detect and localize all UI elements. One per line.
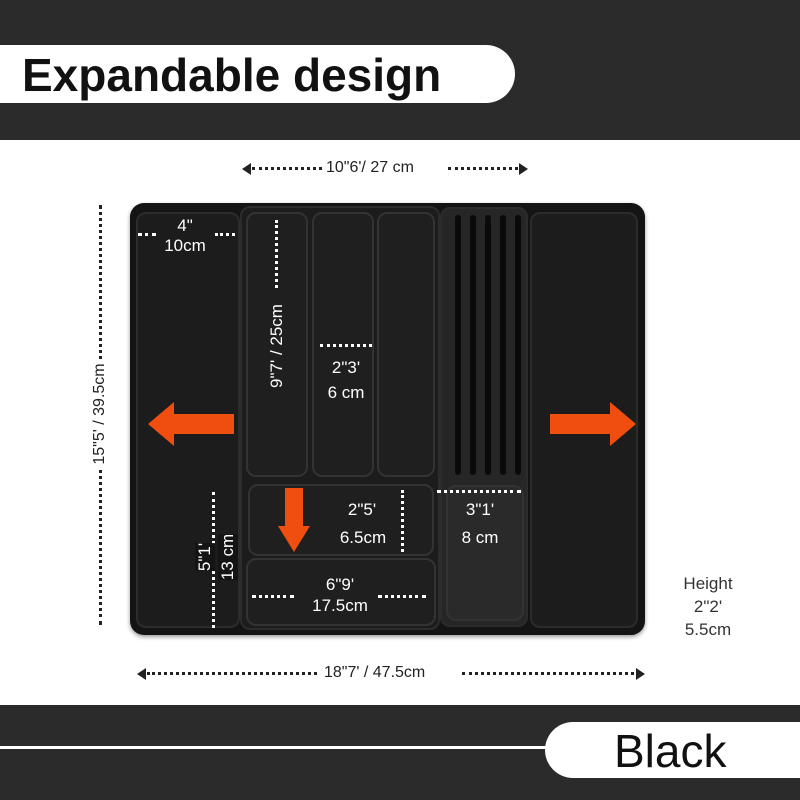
arrow-right-icon [550, 402, 636, 446]
dimension-line [275, 220, 278, 288]
dimension-line [437, 490, 521, 493]
height-cm: 5.5cm [684, 620, 732, 639]
side-tray-width-cm: 10cm [164, 236, 206, 255]
side-tray-width-in: 4" [177, 216, 193, 235]
slot-width-cm: 6 cm [327, 383, 365, 402]
dimension-line [252, 167, 322, 170]
bottom-tray-width-in: 6"9' [325, 575, 355, 594]
knife-block-width-cm: 8 cm [461, 528, 499, 547]
arrow-left-icon [137, 668, 146, 680]
height-in: 2"2' [693, 597, 723, 616]
dimension-line [147, 672, 317, 675]
knife-slot [470, 215, 476, 475]
dimension-line [448, 167, 518, 170]
dimension-line [378, 595, 426, 598]
bottom-tray [246, 558, 436, 626]
knife-slot [515, 215, 521, 475]
divider [0, 746, 560, 749]
title-pill [0, 45, 515, 103]
page-title: Expandable design [22, 49, 442, 101]
total-length-label: 15"5' / 39.5cm [91, 359, 109, 469]
dimension-line [252, 595, 294, 598]
dimension-line [320, 344, 372, 347]
arrow-right-icon [636, 668, 645, 680]
bottom-tray-width-cm: 17.5cm [312, 596, 368, 615]
small-tray-depth-cm: 6.5cm [339, 528, 387, 547]
dimension-line [215, 233, 235, 236]
color-pill [545, 722, 800, 778]
knife-slot [500, 215, 506, 475]
long-slot-length-label: 9"7' / 25cm [267, 304, 286, 388]
dimension-line [401, 490, 404, 552]
utensil-slot [377, 212, 435, 477]
knife-slot [455, 215, 461, 475]
arrow-left-icon [148, 402, 234, 446]
color-label: Black [614, 725, 727, 777]
knife-slot [485, 215, 491, 475]
bottom-height-in: 5"1' [195, 542, 215, 572]
bottom-height-cm: 13 cm [218, 533, 238, 581]
dimension-line [462, 672, 634, 675]
arrow-down-icon [278, 488, 310, 552]
knife-block-base [446, 485, 524, 621]
middle-width-label: 10"6'/ 27 cm [326, 159, 414, 176]
arrow-left-icon [242, 163, 251, 175]
dimension-line [138, 233, 156, 236]
knife-block-width-in: 3"1' [465, 500, 495, 519]
arrow-right-icon [519, 163, 528, 175]
total-width-label: 18"7' / 47.5cm [324, 664, 426, 681]
slot-width-in: 2"3' [331, 358, 361, 377]
height-note: Height 2"2' 5.5cm [668, 572, 748, 641]
height-label: Height [683, 574, 733, 593]
small-tray-depth-in: 2"5' [347, 500, 377, 519]
